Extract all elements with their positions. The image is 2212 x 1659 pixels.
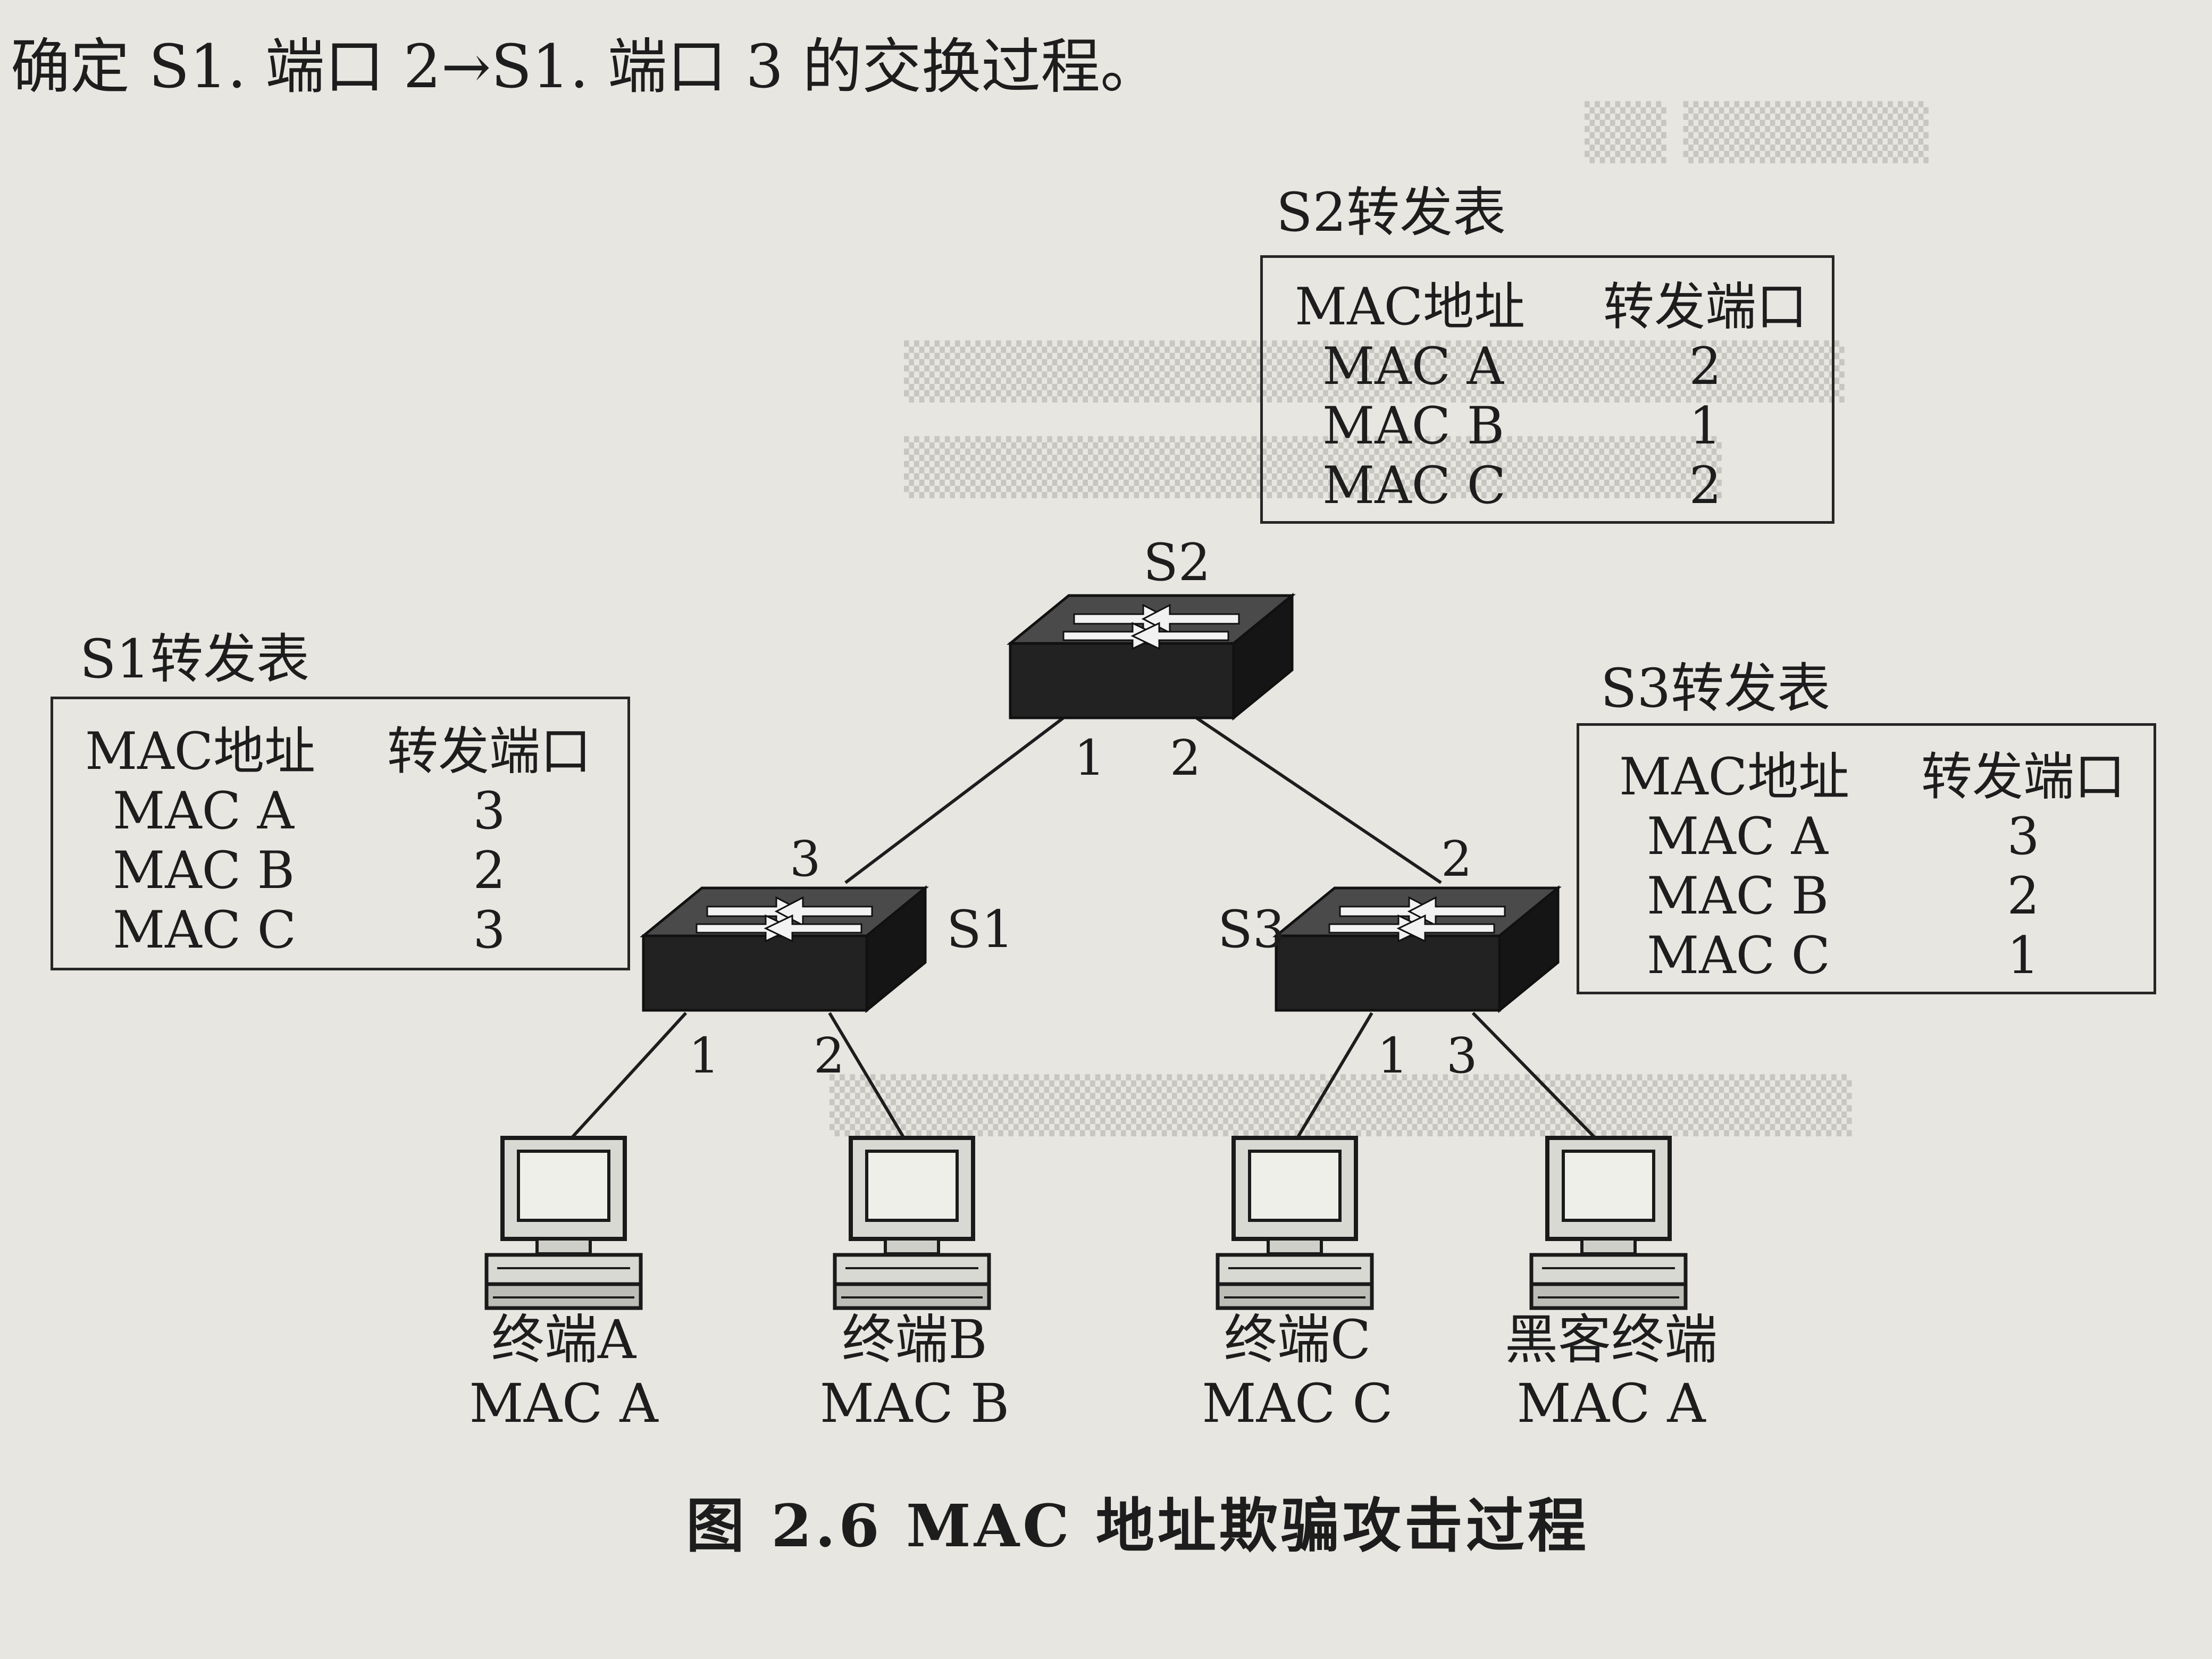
link-s3-hacker	[1471, 1011, 1597, 1139]
port-label-s2-1: 1	[1074, 730, 1105, 786]
terminal-a-mac: MAC A	[469, 1372, 658, 1435]
terminal-b-mac: MAC B	[819, 1372, 1010, 1435]
table-row: MAC C 2	[1295, 456, 1807, 515]
terminal-a-icon	[487, 1138, 641, 1308]
terminal-a-name: 终端A	[491, 1309, 636, 1371]
terminal-c-icon	[1218, 1138, 1372, 1308]
bleed-through-texture: ▒▒▒▒▒▒▒▒▒▒▒▒▒▒▒▒▒▒▒▒▒▒▒▒▒	[830, 1074, 1852, 1136]
port-label-s1-3: 3	[790, 831, 821, 887]
switch-s3-label: S3	[1218, 900, 1285, 959]
terminal-b-name: 终端B	[842, 1309, 987, 1371]
s2-row1-mac: MAC A	[1322, 337, 1504, 396]
s3-row3-mac: MAC C	[1647, 926, 1831, 985]
s1-row3-port: 3	[473, 900, 506, 960]
table-row: MAC B 2	[85, 841, 596, 900]
s2-table-header-port: 转发端口	[1603, 277, 1807, 337]
s3-row3-port: 1	[2007, 926, 2040, 985]
s1-row2-mac: MAC B	[113, 841, 295, 900]
table-row: MAC A 3	[85, 781, 596, 841]
hacker-terminal-mac: MAC A	[1516, 1372, 1706, 1435]
table-row: MAC A 3	[1619, 807, 2130, 866]
switch-s2-label: S2	[1143, 533, 1211, 592]
switch-s1-label: S1	[946, 900, 1014, 959]
s3-forwarding-table: MAC地址 转发端口 MAC A 3 MAC B 2 MAC C 1	[1577, 723, 2156, 994]
table-row: MAC B 1	[1295, 396, 1807, 456]
figure-caption: 图 2.6 MAC 地址欺骗攻击过程	[686, 1492, 1589, 1560]
s3-table-header-mac: MAC地址	[1619, 747, 1850, 807]
port-label-s3-2: 2	[1441, 831, 1472, 887]
port-label-s3-3: 3	[1446, 1027, 1478, 1084]
s3-row2-port: 2	[2007, 866, 2040, 926]
s3-table-title: S3转发表	[1601, 657, 1831, 719]
s1-row2-port: 2	[473, 841, 506, 900]
terminal-b-icon	[835, 1138, 989, 1308]
s1-table-header-mac: MAC地址	[85, 722, 316, 781]
s3-row1-port: 3	[2007, 807, 2040, 866]
table-row: MAC A 2	[1295, 337, 1807, 396]
port-label-s1-2: 2	[814, 1027, 845, 1084]
link-s3-term-c	[1296, 1012, 1373, 1139]
intro-text: 确定 S1. 端口 2→S1. 端口 3 的交换过程。	[11, 32, 1160, 102]
s1-table-header-port: 转发端口	[387, 722, 591, 781]
s2-row3-port: 2	[1689, 456, 1722, 515]
switch-s3-icon	[1276, 888, 1558, 1010]
s3-row2-mac: MAC B	[1647, 866, 1829, 926]
s2-table-title: S2转发表	[1276, 181, 1506, 244]
s1-forwarding-table: MAC地址 转发端口 MAC A 3 MAC B 2 MAC C 3	[51, 697, 630, 970]
bleed-through-texture: ▒▒▒▒▒▒▒▒▒▒▒▒▒▒▒▒▒▒▒▒	[904, 436, 1722, 498]
terminal-c-mac: MAC C	[1202, 1372, 1393, 1435]
port-label-s2-2: 2	[1170, 730, 1201, 786]
s2-row2-port: 1	[1689, 396, 1722, 456]
table-row: MAC C 3	[85, 900, 596, 960]
s1-row3-mac: MAC C	[113, 900, 297, 960]
hacker-terminal-icon	[1531, 1138, 1686, 1308]
s2-row3-mac: MAC C	[1322, 456, 1506, 515]
s2-row1-port: 2	[1689, 337, 1722, 396]
bleed-through-texture: ▒▒ ▒▒▒▒▒▒	[1585, 101, 1929, 163]
hacker-terminal-name: 黑客终端	[1505, 1309, 1717, 1371]
link-s1-term-b	[828, 1012, 906, 1139]
s2-forwarding-table: MAC地址 转发端口 MAC A 2 MAC B 1 MAC C 2	[1260, 255, 1834, 524]
s3-row1-mac: MAC A	[1647, 807, 1828, 866]
terminal-c-name: 终端C	[1224, 1309, 1371, 1371]
s1-table-title: S1转发表	[80, 628, 310, 690]
bleed-through-texture: ▒▒▒▒▒▒▒▒▒▒▒▒▒▒▒▒▒▒▒▒▒▒▒	[904, 340, 1845, 403]
s1-row1-port: 3	[473, 781, 506, 841]
s2-row2-mac: MAC B	[1322, 396, 1505, 456]
s2-table-header-mac: MAC地址	[1295, 277, 1526, 337]
link-s2-s3	[1195, 716, 1442, 884]
link-s1-term-a	[570, 1011, 688, 1139]
switch-s2-icon	[1010, 596, 1292, 718]
s3-table-header-port: 转发端口	[1921, 747, 2125, 807]
port-label-s1-1: 1	[689, 1027, 720, 1084]
table-row: MAC C 1	[1619, 926, 2130, 985]
s1-row1-mac: MAC A	[113, 781, 294, 841]
port-label-s3-1: 1	[1377, 1027, 1409, 1084]
table-row: MAC B 2	[1619, 866, 2130, 926]
link-s2-s1	[844, 716, 1065, 884]
switch-s1-icon	[643, 888, 925, 1010]
